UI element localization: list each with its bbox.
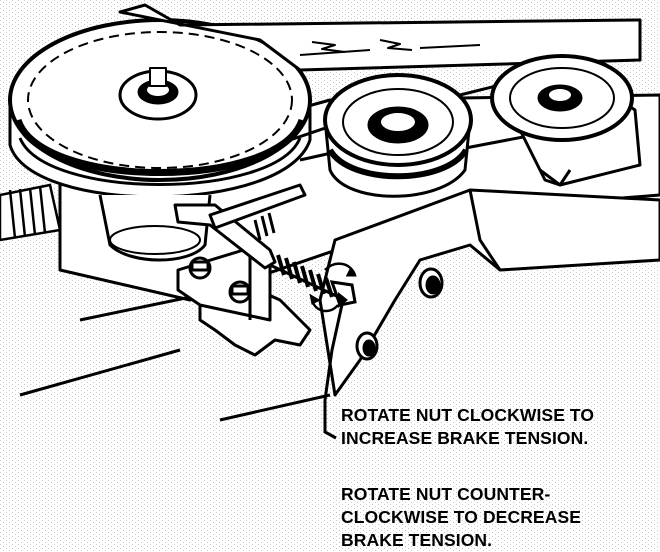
large-pulley	[8, 18, 312, 262]
callout-clockwise: ROTATE NUT CLOCKWISE TO INCREASE BRAKE T…	[341, 404, 594, 450]
idler-pulley	[323, 73, 473, 198]
callout-leader-line	[323, 299, 345, 440]
callout-counterclockwise: ROTATE NUT COUNTER- CLOCKWISE TO DECREAS…	[341, 483, 581, 552]
cable-coil	[0, 183, 62, 242]
upper-belt-guard	[118, 3, 642, 72]
right-pulley	[490, 54, 642, 187]
mounting-bracket	[318, 188, 660, 397]
callout-counterclockwise-line-1: ROTATE NUT COUNTER-	[341, 484, 551, 504]
callout-counterclockwise-line-3: BRAKE TENSION.	[341, 530, 493, 550]
tension-spring	[253, 212, 346, 302]
callout-leader-arrowhead	[338, 292, 348, 308]
brake-linkage	[173, 183, 307, 270]
callout-counterclockwise-line-2: CLOCKWISE TO DECREASE	[341, 507, 581, 527]
adjusting-nut	[309, 262, 357, 313]
callout-clockwise-line-1: ROTATE NUT CLOCKWISE TO	[341, 405, 595, 425]
callout-clockwise-line-2: INCREASE BRAKE TENSION.	[341, 428, 589, 448]
